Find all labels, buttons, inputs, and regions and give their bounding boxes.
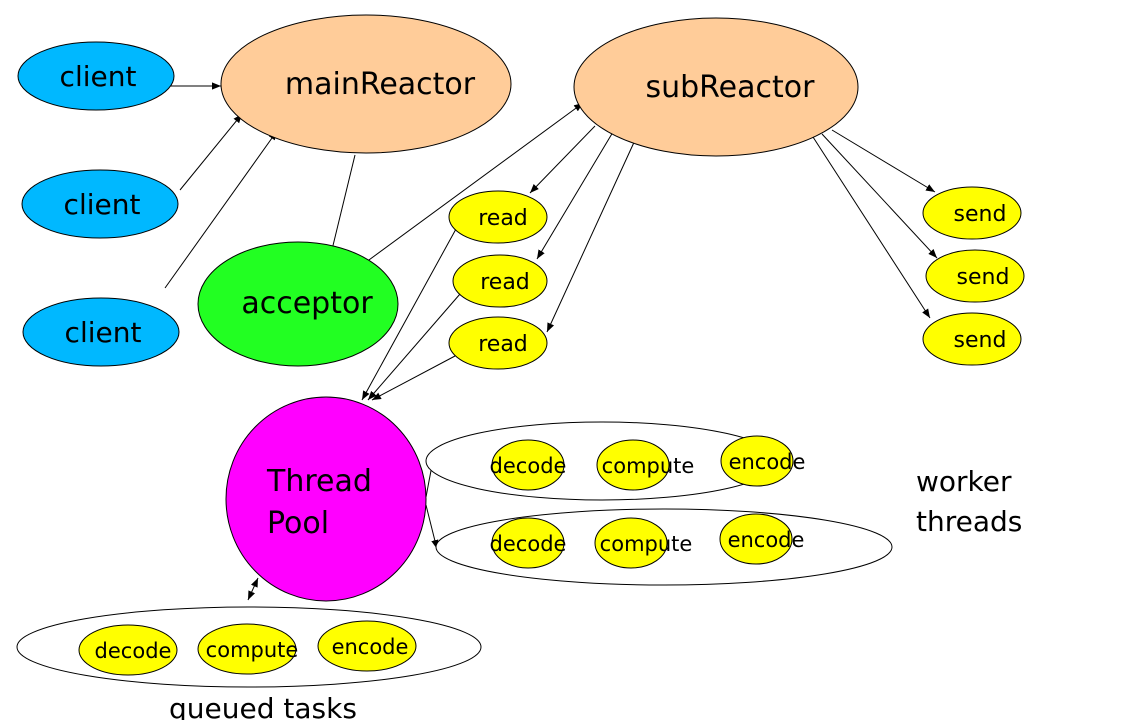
task-compute: compute xyxy=(596,439,695,491)
task-label: compute xyxy=(600,532,693,556)
task-label: decode xyxy=(95,639,172,663)
send-node[interactable]: send xyxy=(925,249,1025,303)
client-shape xyxy=(21,169,179,239)
read-shape xyxy=(448,190,548,244)
edge-read1-threadpool xyxy=(361,228,457,401)
edge-subreactor-read2 xyxy=(536,131,614,260)
queued-tasks-group[interactable]: decode compute encode xyxy=(16,606,482,688)
edge-mainreactor-acceptor xyxy=(327,154,356,263)
worker-thread-group[interactable]: decode compute encode xyxy=(425,421,806,501)
read-node[interactable]: read xyxy=(448,190,548,244)
task-encode: encode xyxy=(317,620,417,672)
worker-thread-group[interactable]: decode compute encode xyxy=(435,508,893,586)
acceptor-node[interactable]: acceptor xyxy=(197,241,399,367)
task-label: decode xyxy=(490,454,567,478)
edge-read3-threadpool xyxy=(371,355,456,401)
client-node[interactable]: client xyxy=(17,41,175,111)
edge-subreactor-read1 xyxy=(529,125,596,194)
acceptor-label: acceptor xyxy=(241,286,373,321)
client-label: client xyxy=(65,316,142,349)
mainreactor-shape xyxy=(220,14,512,154)
send-node[interactable]: send xyxy=(922,186,1022,240)
worker-threads-label-line1: worker xyxy=(916,465,1012,498)
send-shape xyxy=(922,312,1022,366)
send-label: send xyxy=(954,328,1007,353)
read-label: read xyxy=(478,206,528,231)
client-shape xyxy=(17,41,175,111)
task-label: compute xyxy=(206,638,299,662)
read-shape xyxy=(452,254,548,308)
task-label: encode xyxy=(729,450,806,474)
client-shape xyxy=(22,297,180,367)
task-decode: decode xyxy=(490,517,567,569)
edge-threadpool-worker2 xyxy=(425,504,439,550)
edge-subreactor-send3 xyxy=(812,136,931,319)
task-encode: encode xyxy=(719,513,805,565)
mainreactor-label: mainReactor xyxy=(285,67,476,102)
edge-client3-mainreactor xyxy=(164,130,278,289)
threadpool-node[interactable]: Thread Pool xyxy=(225,396,427,602)
threadpool-shape xyxy=(225,396,427,602)
task-label: encode xyxy=(332,635,409,659)
edge-subreactor-send2 xyxy=(821,133,938,259)
edge-acceptor-subreactor xyxy=(357,102,584,269)
read-label: read xyxy=(478,332,528,357)
send-label: send xyxy=(957,265,1010,290)
task-label: decode xyxy=(490,532,567,556)
send-shape xyxy=(925,249,1025,303)
client-label: client xyxy=(60,60,137,93)
task-label: encode xyxy=(728,528,805,552)
task-decode: decode xyxy=(490,439,567,491)
subreactor-label: subReactor xyxy=(646,70,816,105)
edge-subreactor-read3 xyxy=(546,137,637,333)
edge-subreactor-send1 xyxy=(831,129,936,193)
read-node[interactable]: read xyxy=(448,316,548,370)
task-label: compute xyxy=(602,454,695,478)
task-compute: compute xyxy=(197,623,299,675)
send-shape xyxy=(922,186,1022,240)
read-node[interactable]: read xyxy=(452,254,548,308)
task-compute: compute xyxy=(594,517,693,569)
threadpool-label-line1: Thread xyxy=(266,464,372,499)
threadpool-label-line2: Pool xyxy=(267,506,329,541)
task-encode: encode xyxy=(720,435,806,487)
queued-tasks-label: queued tasks xyxy=(169,692,357,720)
edge-threadpool-queued xyxy=(247,577,259,601)
send-node[interactable]: send xyxy=(922,312,1022,366)
mainreactor-node[interactable]: mainReactor xyxy=(220,14,512,154)
edge-read2-threadpool xyxy=(367,293,461,401)
acceptor-shape xyxy=(197,241,399,367)
edges xyxy=(164,82,938,601)
edge-client2-mainreactor xyxy=(179,113,243,191)
client-label: client xyxy=(64,188,141,221)
subreactor-node[interactable]: subReactor xyxy=(573,17,859,157)
send-label: send xyxy=(954,202,1007,227)
client-node[interactable]: client xyxy=(22,297,180,367)
read-label: read xyxy=(480,270,530,295)
read-shape xyxy=(448,316,548,370)
client-node[interactable]: client xyxy=(21,169,179,239)
worker-threads-label-line2: threads xyxy=(916,505,1022,538)
subreactor-shape xyxy=(573,17,859,157)
task-decode: decode xyxy=(78,624,178,676)
